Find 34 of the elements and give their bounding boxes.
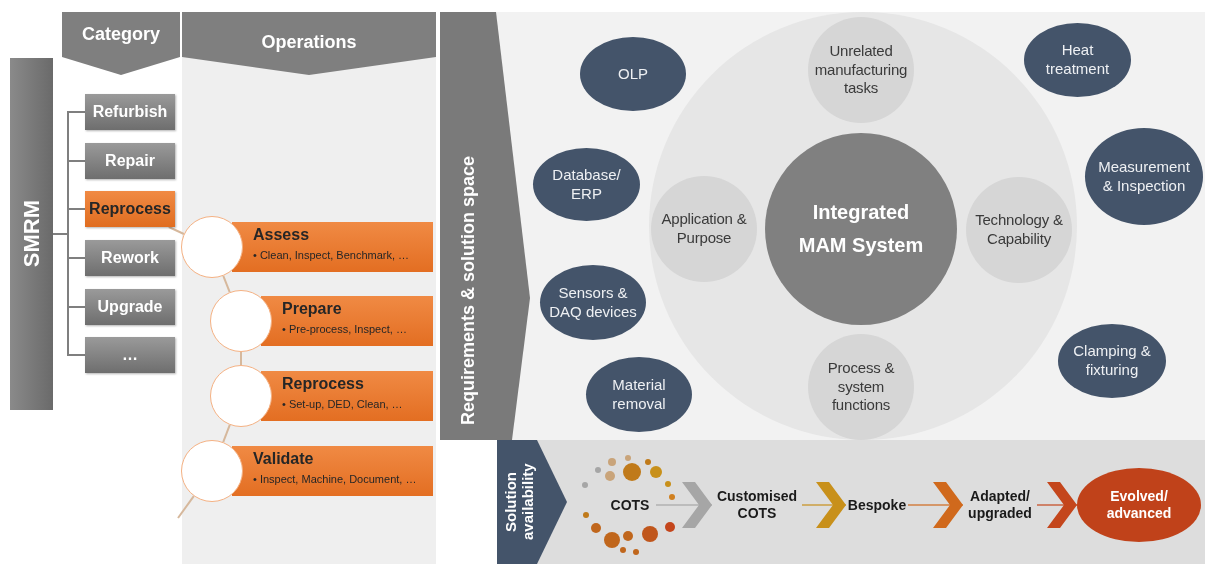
stage-label: Bespoke	[846, 494, 908, 516]
step-details: • Inspect, Machine, Document, …	[253, 473, 418, 485]
category-box: …	[85, 337, 175, 373]
connector-line	[52, 233, 86, 356]
connector-line	[167, 226, 185, 235]
stage-label: COTS	[604, 493, 656, 517]
side-label: Solution availability	[502, 462, 536, 543]
header-label: Operations	[261, 32, 357, 53]
core-circle: Integrated MAM System	[765, 133, 957, 325]
step-title: Prepare	[282, 300, 343, 318]
category-bar: SMRM	[10, 58, 53, 410]
step-title: Reprocess	[282, 375, 365, 393]
category-box: Rework	[85, 240, 175, 276]
stage-label: Adapted/ upgraded	[963, 485, 1037, 525]
stage-label: Customised COTS	[712, 485, 802, 525]
side-label: Requirements & solution space	[457, 156, 479, 426]
topic-circle: Process & system functions	[808, 334, 914, 440]
connector-line	[222, 274, 231, 294]
category-box: Repair	[85, 143, 175, 179]
category-box: Reprocess	[85, 191, 175, 227]
connector-line	[177, 495, 195, 519]
category-box: Refurbish	[85, 94, 175, 130]
header-label: Category	[82, 24, 160, 45]
topic-circle: Unrelated manufacturing tasks	[808, 17, 914, 123]
connector-line	[222, 423, 231, 444]
step-details: • Clean, Inspect, Benchmark, …	[253, 249, 411, 261]
step-details: • Pre-process, Inspect, …	[282, 323, 408, 335]
step-details: • Set-up, DED, Clean, …	[282, 398, 404, 410]
topic-circle: Application & Purpose	[651, 176, 757, 282]
connector-line	[240, 351, 242, 366]
step-title: Assess	[253, 226, 311, 244]
topic-circle: Technology & Capability	[966, 177, 1072, 283]
step-title: Validate	[253, 450, 315, 468]
category-box: Upgrade	[85, 289, 175, 325]
